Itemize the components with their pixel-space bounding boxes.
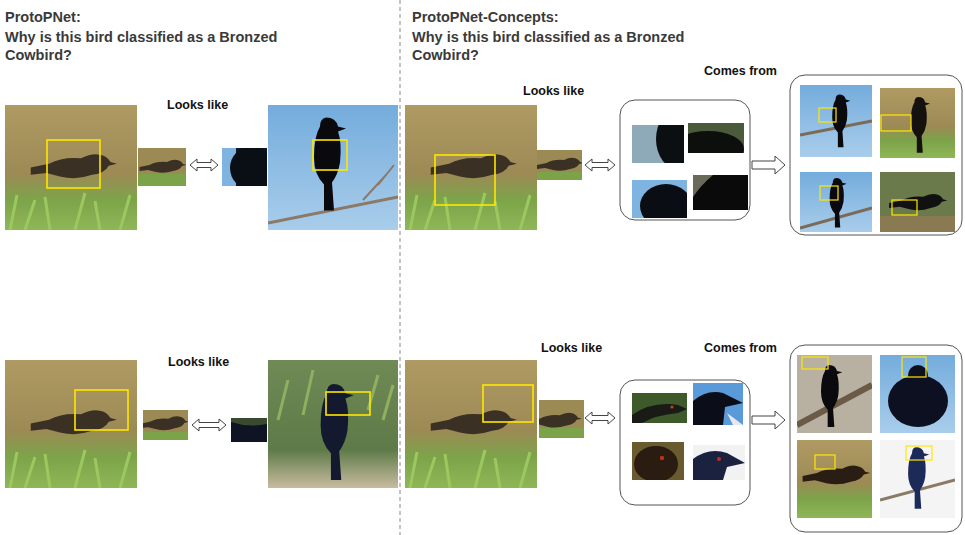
test-image (5, 105, 137, 230)
comes-from-label: Comes from (704, 341, 777, 357)
highlight-box (435, 155, 495, 205)
source-image (880, 172, 955, 232)
highlight-box (906, 446, 932, 460)
highlight-box (802, 357, 828, 369)
image-patch (529, 400, 585, 438)
source-box (790, 345, 962, 532)
source-box (790, 75, 962, 235)
image-patch (537, 150, 584, 180)
double-arrow (585, 159, 615, 171)
looks-like-label: Looks like (167, 98, 228, 114)
image-patch (138, 148, 187, 186)
source-image (880, 88, 955, 158)
highlight-box (313, 140, 347, 170)
source-image (880, 440, 955, 518)
looks-like-label: Looks like (541, 341, 602, 357)
looks-like-label: Looks like (523, 84, 584, 100)
highlight-box (820, 186, 838, 200)
concept-patch (693, 445, 745, 480)
double-arrow (585, 412, 615, 424)
highlight-box (815, 455, 835, 469)
arrow (752, 156, 785, 174)
source-image (800, 85, 872, 157)
source-image (880, 355, 955, 433)
heading-question: Why is this bird classified as a Bronzed… (412, 28, 742, 64)
highlight-box (47, 140, 100, 188)
source-image (797, 355, 872, 433)
test-image (405, 105, 537, 230)
heading-question: Why is this bird classified as a Bronzed… (5, 28, 335, 64)
divider-line (400, 0, 401, 535)
highlight-box (819, 108, 836, 122)
concept-patch (693, 175, 748, 210)
heading: ProtoPNet: (5, 8, 335, 26)
heading: ProtoPNet-Concepts: (412, 8, 742, 26)
concept-box (620, 380, 750, 505)
test-image (5, 360, 137, 488)
prototype-patch (222, 146, 274, 190)
concept-patch (632, 442, 684, 482)
concept-patch (672, 123, 744, 167)
arrow (752, 411, 785, 429)
highlight-box (881, 115, 911, 131)
highlight-box (892, 200, 917, 215)
test-image (405, 360, 537, 488)
source-image (797, 440, 872, 518)
concept-patch (632, 180, 692, 228)
double-arrow (192, 419, 226, 431)
double-arrow (190, 159, 218, 171)
highlight-box (326, 392, 370, 415)
image-patch (139, 410, 189, 440)
prototype-source-image (268, 360, 398, 488)
concept-patch (693, 383, 743, 425)
highlight-box (902, 357, 926, 377)
highlight-box (75, 390, 128, 430)
looks-like-label: Looks like (168, 355, 229, 371)
source-image (800, 172, 872, 232)
prototype-source-image (268, 105, 398, 230)
concept-patch (632, 393, 687, 423)
highlight-box (483, 385, 533, 422)
prototype-patch (231, 418, 267, 442)
comes-from-label: Comes from (704, 64, 777, 80)
